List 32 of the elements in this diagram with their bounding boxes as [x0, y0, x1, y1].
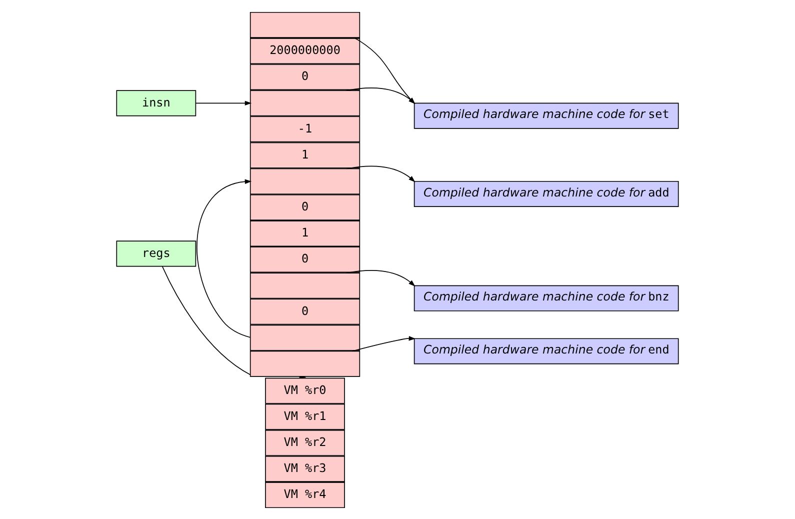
- node-box: -1: [250, 116, 360, 142]
- node-box: insn: [116, 90, 196, 116]
- node-box: VM %r1: [265, 403, 345, 430]
- arrow: [346, 87, 416, 104]
- node-box: 0: [250, 246, 360, 272]
- node-box: regs: [116, 240, 196, 266]
- node-box: 0: [250, 64, 360, 90]
- node-box: Compiled hardware machine code for bnz: [414, 284, 679, 311]
- node-box: 1: [250, 142, 360, 168]
- node-box: [250, 272, 360, 298]
- node-box: VM %r4: [265, 482, 345, 508]
- arrow: [195, 100, 252, 106]
- arrow: [196, 178, 252, 338]
- arrow: [354, 36, 416, 104]
- arrow: [352, 335, 416, 352]
- node-box: 0: [250, 298, 360, 324]
- node-box: Compiled hardware machine code for end: [414, 338, 679, 364]
- node-box: VM %r3: [265, 455, 345, 482]
- node-box: [250, 90, 360, 116]
- arrow: [346, 270, 416, 286]
- node-box: 2000000000: [250, 38, 360, 64]
- node-box: [250, 350, 360, 376]
- node-box: [250, 11, 360, 38]
- node-box: [250, 168, 360, 194]
- arrow: [346, 165, 416, 182]
- node-box: 0: [250, 194, 360, 220]
- node-box: 1: [250, 220, 360, 246]
- node-box: VM %r2: [265, 429, 345, 456]
- node-box: [250, 324, 360, 350]
- node-box: Compiled hardware machine code for add: [414, 180, 679, 207]
- node-box: VM %r0: [265, 377, 345, 404]
- node-box: Compiled hardware machine code for set: [414, 102, 679, 128]
